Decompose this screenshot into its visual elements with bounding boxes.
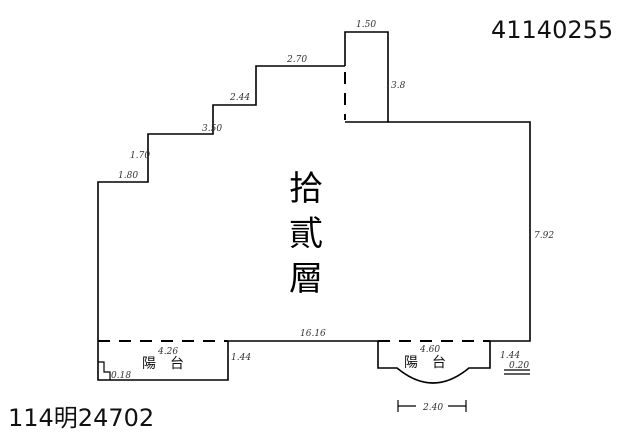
right-balcony-outline xyxy=(377,341,491,384)
left-balcony-notch xyxy=(98,361,111,380)
dim-top-run: 2.70 xyxy=(286,55,307,65)
floor-outline xyxy=(97,65,531,342)
dim-step-4: 1.80 xyxy=(118,171,138,181)
dim-step-2: 3.50 xyxy=(202,124,222,134)
arc-width-dimension-line xyxy=(397,400,467,412)
dim-right-small: 0.20 xyxy=(509,361,529,371)
left-balcony-label: 陽 台 xyxy=(142,356,184,372)
dim-step-3: 1.70 xyxy=(130,151,150,161)
document-number: 41140255 xyxy=(491,16,613,44)
dim-left-small: 0.18 xyxy=(111,371,131,381)
dim-left-balcony-depth: 1.44 xyxy=(231,353,251,363)
dim-bottom-span: 16.16 xyxy=(300,329,326,339)
floor-label-char-1: 拾 xyxy=(289,169,323,209)
reference-number: 114明24702 xyxy=(8,404,154,432)
right-balcony-label: 陽 台 xyxy=(404,355,446,371)
dim-left-balcony: 4.26 xyxy=(157,347,178,357)
dim-right-balcony: 4.60 xyxy=(419,345,440,355)
dim-top-box: 1.50 xyxy=(356,20,376,30)
dim-right-side: 7.92 xyxy=(534,231,554,241)
dim-top-box-right: 3.8 xyxy=(391,81,406,91)
top-extension xyxy=(344,31,389,123)
dim-arc-width: 2.40 xyxy=(422,403,443,413)
floor-label-char-2: 貳 xyxy=(289,214,323,254)
dim-step-1: 2.44 xyxy=(229,93,250,103)
floor-label-char-3: 層 xyxy=(289,259,323,299)
left-balcony-outline xyxy=(97,340,229,381)
dim-right-balcony-depth: 1.44 xyxy=(500,351,520,361)
